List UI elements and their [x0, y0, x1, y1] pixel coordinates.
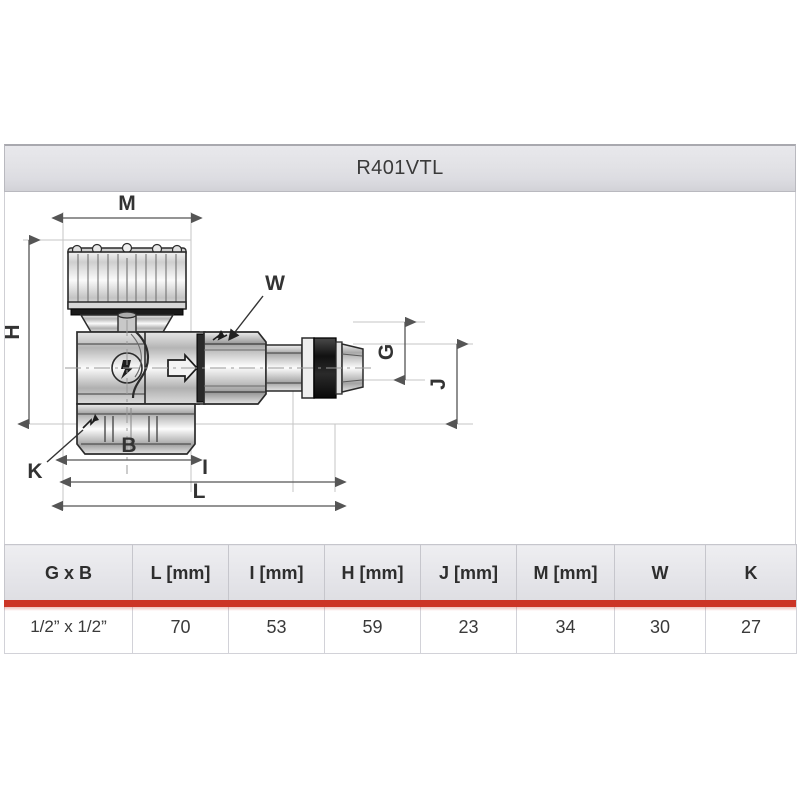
dimension-label-b: B	[121, 434, 136, 457]
table-cell-h: 59	[324, 601, 421, 654]
product-title-panel: R401VTL	[4, 144, 796, 192]
table-row: 1/2” x 1/2” 70 53 59 23 34 30 27	[4, 601, 797, 654]
dimension-g: G	[375, 316, 417, 386]
table-header-cell: I [mm]	[228, 544, 325, 601]
dimension-i: I	[59, 456, 347, 488]
table-header-cell: K	[705, 544, 797, 601]
table-cell-m: 34	[516, 601, 615, 654]
table-header-cell: L [mm]	[132, 544, 229, 601]
table-header-cell: J [mm]	[420, 544, 517, 601]
dimension-l: L	[51, 480, 347, 512]
dimension-label-k: K	[27, 460, 42, 483]
table-cell-k: 27	[705, 601, 797, 654]
table-header-row: G x B L [mm] I [mm] H [mm] J [mm] M [mm]…	[4, 544, 797, 601]
dimension-b: B	[55, 434, 203, 466]
technical-drawing-panel: M H B I L G J W K	[4, 192, 796, 544]
table-header-cell: H [mm]	[324, 544, 421, 601]
dimension-j: J	[427, 338, 469, 430]
valve-assembly	[65, 242, 375, 474]
table-cell-j: 23	[420, 601, 517, 654]
page-title: R401VTL	[356, 157, 444, 179]
dimension-label-j: J	[427, 378, 450, 390]
valve-dimension-drawing: M H B I L G J W K	[5, 192, 473, 512]
table-cell-w: 30	[614, 601, 706, 654]
callout-k: K	[27, 429, 84, 483]
valve-outlet-hex-union	[203, 330, 267, 405]
dimension-label-l: L	[193, 480, 206, 503]
dimension-label-h: H	[5, 324, 24, 339]
table-header-cell: W	[614, 544, 706, 601]
valve-handwheel-knob	[67, 242, 187, 316]
valve-bottom-hex-nut	[76, 403, 196, 455]
callout-w: W	[228, 272, 285, 341]
dimension-h: H	[5, 234, 41, 430]
center-axis-lines	[65, 320, 375, 474]
table-cell-l: 70	[132, 601, 229, 654]
dimension-label-w: W	[265, 272, 285, 295]
specification-table-wrap: G x B L [mm] I [mm] H [mm] J [mm] M [mm]…	[4, 544, 797, 654]
dimension-m: M	[51, 192, 203, 224]
dimension-label-g: G	[375, 344, 398, 360]
table-accent-rule	[4, 600, 796, 607]
dimension-label-i: I	[202, 456, 208, 479]
table-header-cell: M [mm]	[516, 544, 615, 601]
table-accent-rule-glow	[4, 607, 796, 611]
table-cell-size: 1/2” x 1/2”	[4, 601, 133, 654]
table-header-cell: G x B	[4, 544, 133, 601]
dimension-label-m: M	[118, 192, 136, 215]
specification-table: G x B L [mm] I [mm] H [mm] J [mm] M [mm]…	[4, 544, 797, 654]
